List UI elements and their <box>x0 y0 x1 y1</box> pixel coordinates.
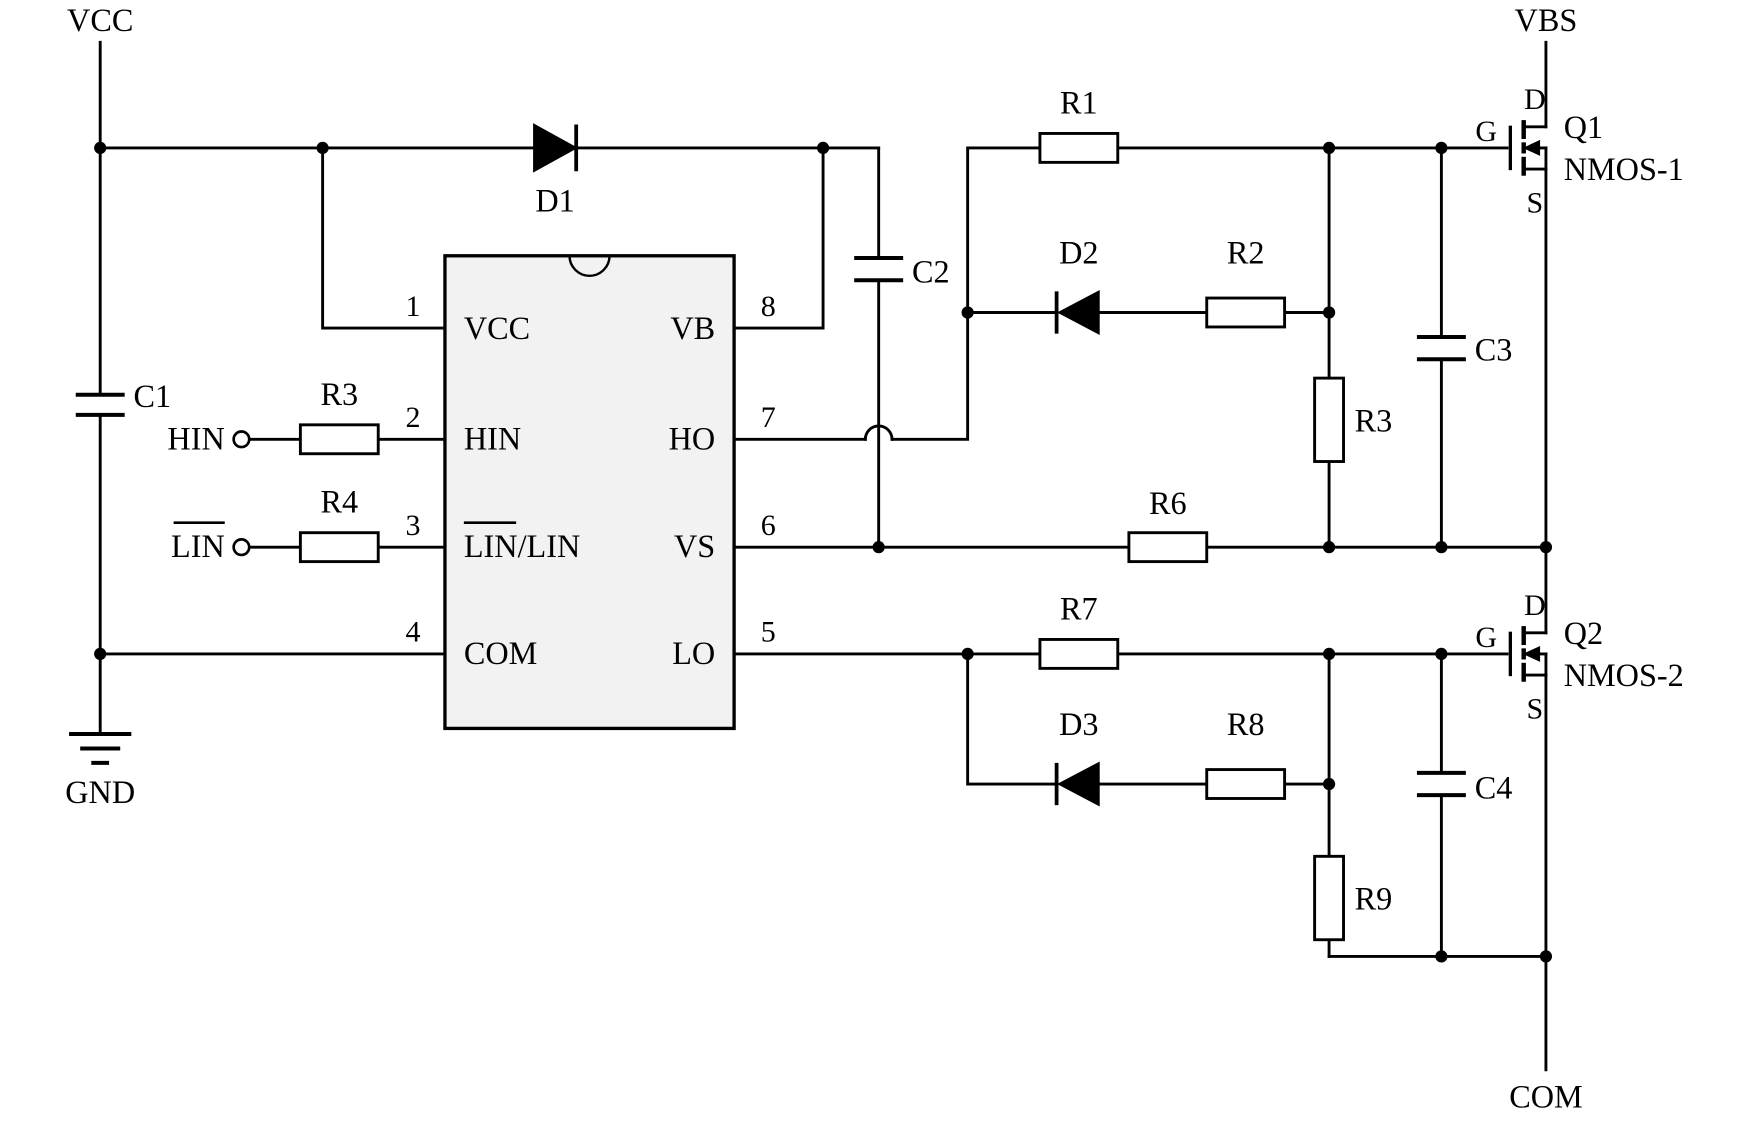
pin-1-number: 1 <box>405 290 420 323</box>
q1-source-label: S <box>1526 186 1543 219</box>
capacitor-c1 <box>75 392 125 417</box>
lin-terminal <box>232 538 251 557</box>
resistor-r3-gate <box>1313 376 1345 463</box>
r9-label: R9 <box>1355 881 1393 917</box>
q1-ref-label: Q1 <box>1564 109 1603 145</box>
r2-label: R2 <box>1227 235 1265 271</box>
q2-source-label: S <box>1526 692 1543 725</box>
pin-5-number: 5 <box>761 616 776 649</box>
q1-gate-label: G <box>1475 115 1497 148</box>
q1-body-arrow <box>1522 139 1541 156</box>
diode-d3 <box>1054 761 1100 807</box>
resistor-r2 <box>1205 296 1287 329</box>
ic-pin-com-label: COM <box>464 635 537 671</box>
ic-pin-lin-label: LIN/LIN <box>464 528 580 564</box>
c1-label: C1 <box>134 378 172 414</box>
gnd-label: GND <box>65 774 135 810</box>
r6-label: R6 <box>1149 485 1187 521</box>
resistor-r3-input <box>298 423 380 456</box>
ground-symbol <box>69 731 132 765</box>
q2-drain-label: D <box>1524 589 1546 622</box>
c3-label: C3 <box>1475 331 1513 367</box>
ic-pin-lin-rest-part: /LIN <box>518 528 581 564</box>
wire-hop <box>863 424 894 441</box>
r4-input-label: R4 <box>320 484 358 520</box>
pin-2-number: 2 <box>405 401 420 434</box>
vcc-rail-label: VCC <box>67 2 133 38</box>
r3-input-label: R3 <box>320 376 358 412</box>
ic-pin-hin-label: HIN <box>464 420 521 456</box>
com-rail-label: COM <box>1509 1079 1582 1115</box>
input-wires <box>247 437 447 549</box>
resistor-r1 <box>1038 132 1120 164</box>
mosfet-q1 <box>1508 120 1548 176</box>
resistor-r8 <box>1205 768 1287 800</box>
capacitor-c2 <box>854 256 904 283</box>
r1-label: R1 <box>1060 84 1098 120</box>
vbs-rail-label: VBS <box>1515 2 1578 38</box>
q2-body-arrow <box>1522 645 1541 662</box>
resistor-r6 <box>1127 531 1209 564</box>
hin-input-label: HIN <box>167 420 224 456</box>
c2-label: C2 <box>912 253 950 289</box>
d3-label: D3 <box>1059 706 1098 742</box>
pin-3-number: 3 <box>405 509 420 542</box>
resistor-r7 <box>1038 638 1120 670</box>
hin-terminal <box>232 430 251 449</box>
lin-input-label: LIN <box>171 528 225 564</box>
d2-label: D2 <box>1059 235 1098 271</box>
pin-7-number: 7 <box>761 401 776 434</box>
ic-pin-lin-bar-part: LIN <box>464 528 518 564</box>
ic-pin-ho-label: HO <box>669 420 716 456</box>
pin-4-number: 4 <box>405 616 420 649</box>
ic-notch <box>568 255 611 277</box>
lo-gate-wires <box>732 652 1548 958</box>
driver-ic <box>443 254 736 731</box>
diode-d2 <box>1054 289 1100 336</box>
c4-label: C4 <box>1475 769 1513 805</box>
d1-label: D1 <box>535 182 574 218</box>
resistor-r4-input <box>298 531 380 564</box>
diode-d1 <box>533 123 579 173</box>
ho-gate-wires <box>732 146 1509 549</box>
q1-type-label: NMOS-1 <box>1564 151 1684 187</box>
r3-gate-label: R3 <box>1355 402 1393 438</box>
pin-8-number: 8 <box>761 290 776 323</box>
ic-pin-vb-label: VB <box>670 310 715 346</box>
q2-gate-label: G <box>1475 621 1497 654</box>
r8-label: R8 <box>1227 706 1265 742</box>
mosfet-q2 <box>1508 626 1548 682</box>
pin-6-number: 6 <box>761 509 776 542</box>
r7-label: R7 <box>1060 590 1098 626</box>
q2-ref-label: Q2 <box>1564 615 1603 651</box>
capacitor-c4 <box>1416 770 1466 798</box>
q1-drain-label: D <box>1524 83 1546 116</box>
ic-pin-vs-label: VS <box>674 528 715 564</box>
q2-type-label: NMOS-2 <box>1564 657 1684 693</box>
ic-pin-vcc-label: VCC <box>464 310 530 346</box>
junction-dots <box>94 141 1553 963</box>
ic-pin-lo-label: LO <box>672 635 715 671</box>
ic-body <box>443 254 736 731</box>
resistor-r9 <box>1313 854 1345 942</box>
capacitor-c3 <box>1416 334 1466 362</box>
